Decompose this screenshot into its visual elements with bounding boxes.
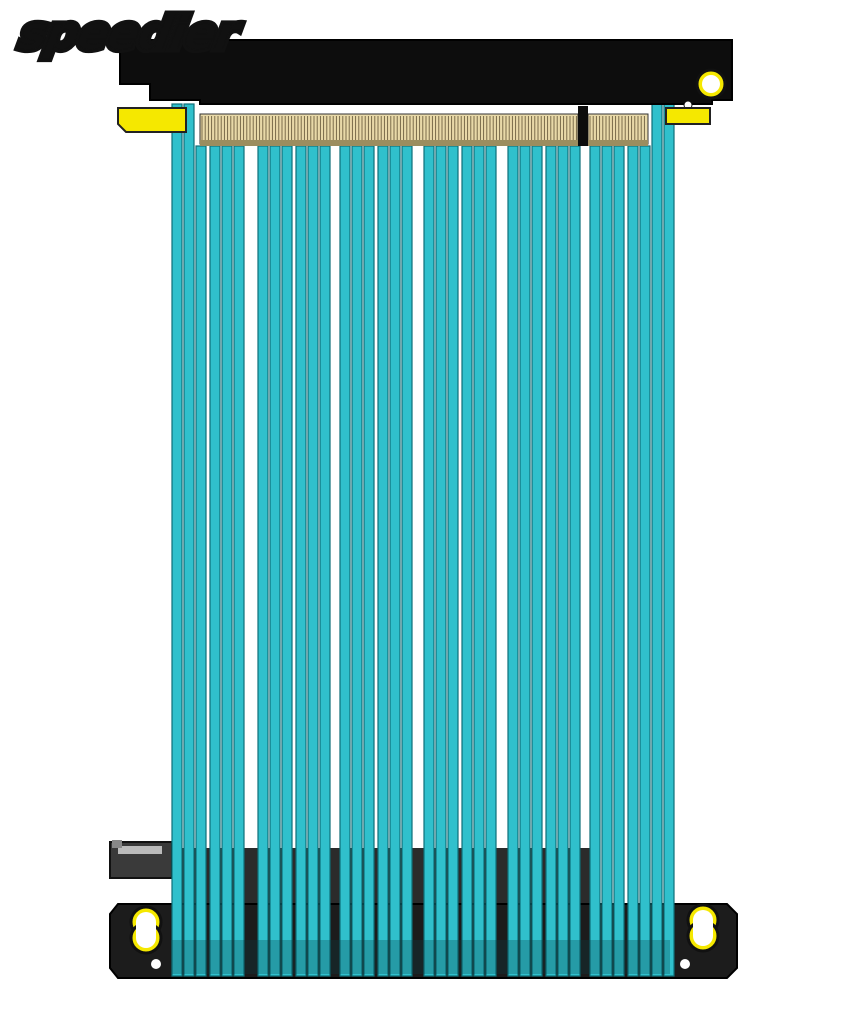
small-hole-icon [680, 959, 690, 969]
ribbon-wire [545, 145, 557, 977]
ribbon-wire [257, 145, 269, 977]
ribbon-wire [209, 145, 221, 977]
figure-eight-hole-icon [129, 905, 163, 955]
left-latch [117, 107, 187, 133]
brand-logo: speedier [12, 3, 246, 64]
ribbon-wire [613, 145, 625, 977]
ribbon-wire [473, 145, 485, 977]
ribbon-wire [507, 145, 519, 977]
ribbon-wire [195, 145, 207, 977]
right-latch [665, 107, 711, 125]
ribbon-wire [423, 145, 435, 977]
ribbon-wire [221, 145, 233, 977]
ribbon-wire [351, 145, 363, 977]
ribbon-wire [601, 145, 613, 977]
ribbon-wire [569, 145, 581, 977]
ribbon-wire [639, 145, 651, 977]
ribbon-wire [627, 145, 639, 977]
figure-eight-hole-icon [686, 903, 720, 953]
small-hole-icon [151, 959, 161, 969]
ribbon-wire [447, 145, 459, 977]
ribbon-wire [269, 145, 281, 977]
ribbon-wire [233, 145, 245, 977]
ribbon-cable [171, 103, 675, 977]
ribbon-wire [307, 145, 319, 977]
ribbon-wire [377, 145, 389, 977]
ribbon-wire [401, 145, 413, 977]
ribbon-wire [281, 145, 293, 977]
ribbon-wire [531, 145, 543, 977]
ribbon-wire [171, 103, 183, 977]
top-pcie-slot-connector [117, 39, 733, 146]
ribbon-wire [339, 145, 351, 977]
ribbon-wire [295, 145, 307, 977]
round-hole-icon [695, 68, 727, 100]
ribbon-wire [519, 145, 531, 977]
ribbon-wire [389, 145, 401, 977]
ribbon-wire [319, 145, 331, 977]
ribbon-wire [663, 103, 675, 977]
ribbon-wire [651, 103, 663, 977]
ribbon-wire [461, 145, 473, 977]
ribbon-lower-shadow [172, 940, 670, 974]
ribbon-wire [589, 145, 601, 977]
ribbon-wire [363, 145, 375, 977]
ribbon-wire [557, 145, 569, 977]
ribbon-wire [183, 103, 195, 977]
ribbon-wire [485, 145, 497, 977]
pin-row-key [587, 113, 649, 145]
side-connector-icon [109, 840, 173, 879]
ribbon-wire [435, 145, 447, 977]
